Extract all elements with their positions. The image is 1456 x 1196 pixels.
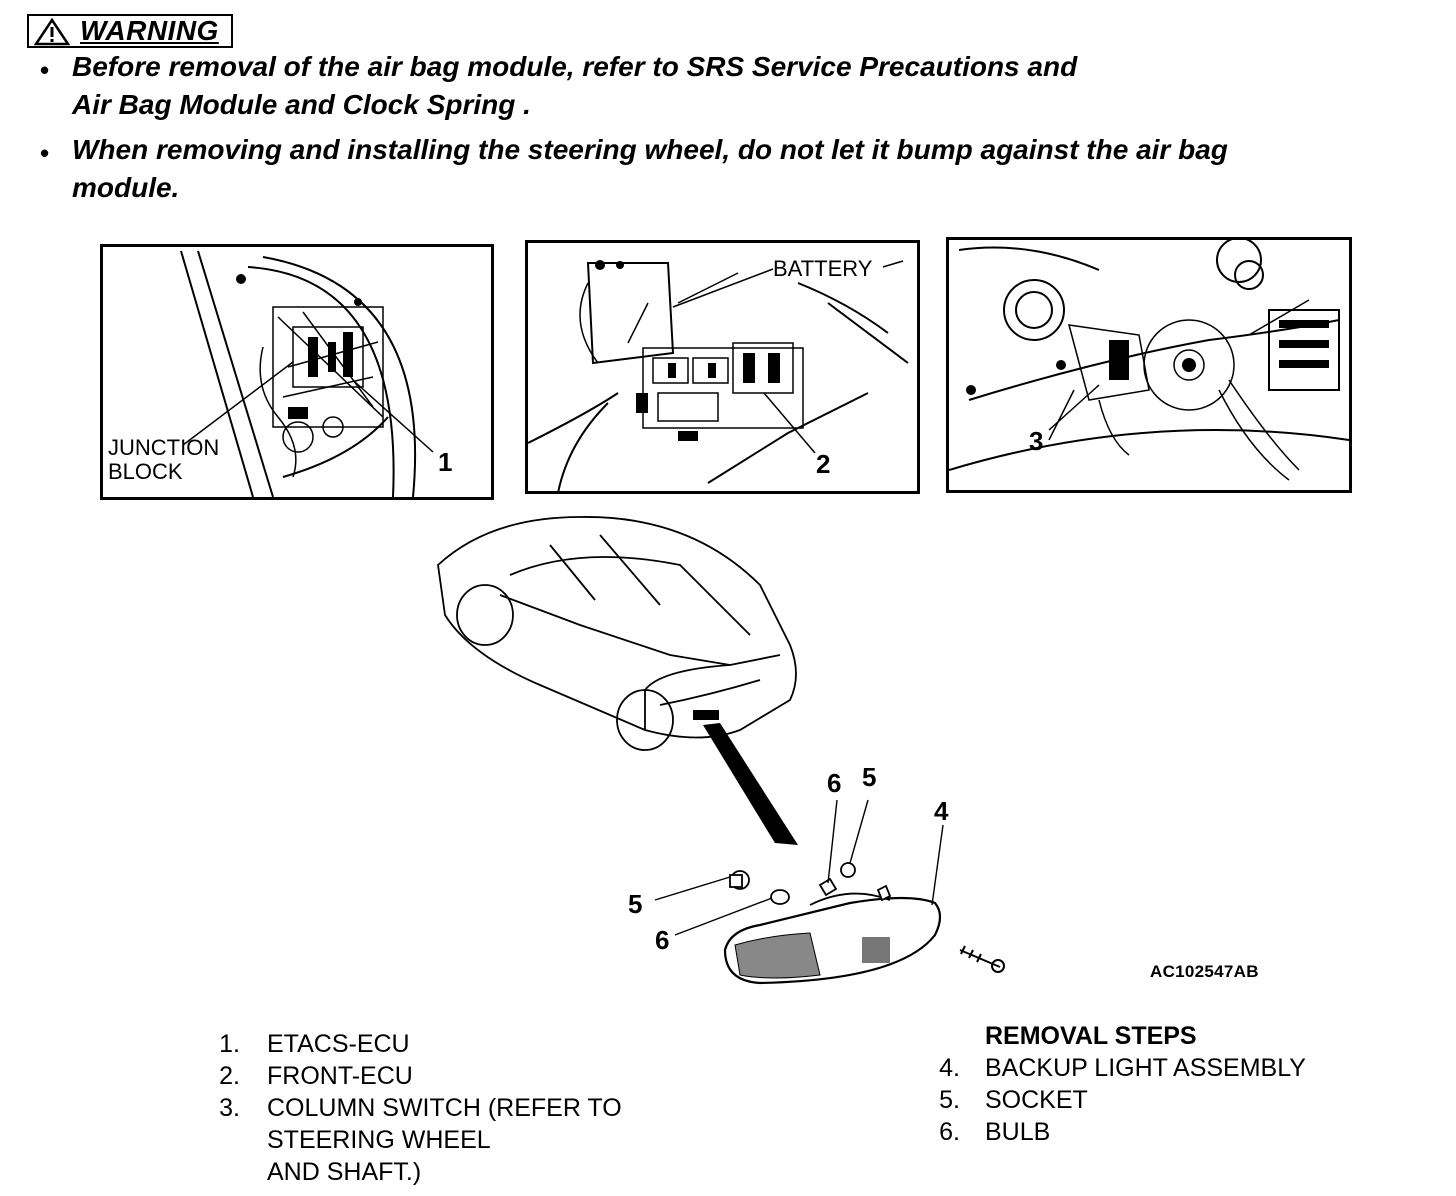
callout-6-left: 6 xyxy=(655,925,670,955)
junction-block-illustration xyxy=(180,250,434,497)
step-text: SOCKET xyxy=(985,1086,1088,1114)
backup-light-location xyxy=(693,710,719,720)
junction-label-line1: JUNCTION xyxy=(108,435,220,460)
warning-bullet-1-line2: Air Bag Module and Clock Spring . xyxy=(72,89,531,120)
removal-steps: REMOVAL STEPS 4. BACKUP LIGHT ASSEMBLY 5… xyxy=(930,1020,1430,1150)
figure-code: AC102547AB xyxy=(1150,962,1259,981)
parts-list: 1. ETACS-ECU 2. FRONT-ECU 3. COLUMN SWIT… xyxy=(210,1028,670,1188)
battery-label: BATTERY xyxy=(773,256,873,281)
parts-list-item-cont: AND SHAFT.) xyxy=(267,1158,422,1186)
step-text: BACKUP LIGHT ASSEMBLY xyxy=(985,1054,1306,1082)
removal-steps-heading: REMOVAL STEPS xyxy=(985,1022,1197,1050)
callout-5-left: 5 xyxy=(628,889,643,919)
junction-block-panel: JUNCTION BLOCK 1 xyxy=(100,244,494,500)
callout-3: 3 xyxy=(1029,426,1044,456)
parts-list-number: 1. xyxy=(219,1030,240,1058)
warning-bullet-1-line1: Before removal of the air bag module, re… xyxy=(72,51,1078,82)
warning-bullet-2-line2: module. xyxy=(72,172,180,203)
junction-label-line2: BLOCK xyxy=(108,459,183,484)
parts-list-item: COLUMN SWITCH (REFER TO xyxy=(267,1094,622,1122)
warning-box xyxy=(27,14,233,48)
callout-1: 1 xyxy=(438,447,453,477)
parts-list-item-cont: STEERING WHEEL xyxy=(267,1126,491,1154)
engine-bay-illustration xyxy=(528,260,909,491)
parts-list-number: 3. xyxy=(219,1094,240,1122)
warning-bullet-2-line1: When removing and installing the steerin… xyxy=(72,134,1228,165)
step-number: 4. xyxy=(939,1054,960,1082)
callout-4: 4 xyxy=(934,796,949,826)
bullet-dot: • xyxy=(40,55,50,85)
parts-list-item: FRONT-ECU xyxy=(267,1062,413,1090)
column-switch-panel: 3 xyxy=(946,237,1352,493)
callout-2: 2 xyxy=(816,449,831,479)
step-number: 5. xyxy=(939,1086,960,1114)
bullet-dot: • xyxy=(40,138,50,168)
step-number: 6. xyxy=(939,1118,960,1146)
front-ecu-panel: BATTERY 2 xyxy=(525,240,920,494)
steering-column-illustration xyxy=(949,240,1349,481)
warning-title: WARNING xyxy=(80,15,219,46)
callout-5-top: 5 xyxy=(862,762,877,792)
step-text: BULB xyxy=(985,1118,1051,1146)
vehicle-exploded-view xyxy=(437,516,1005,985)
parts-list-item: ETACS-ECU xyxy=(267,1030,410,1058)
callout-6-top: 6 xyxy=(827,768,842,798)
warning-triangle-icon xyxy=(34,18,70,46)
parts-list-number: 2. xyxy=(219,1062,240,1090)
